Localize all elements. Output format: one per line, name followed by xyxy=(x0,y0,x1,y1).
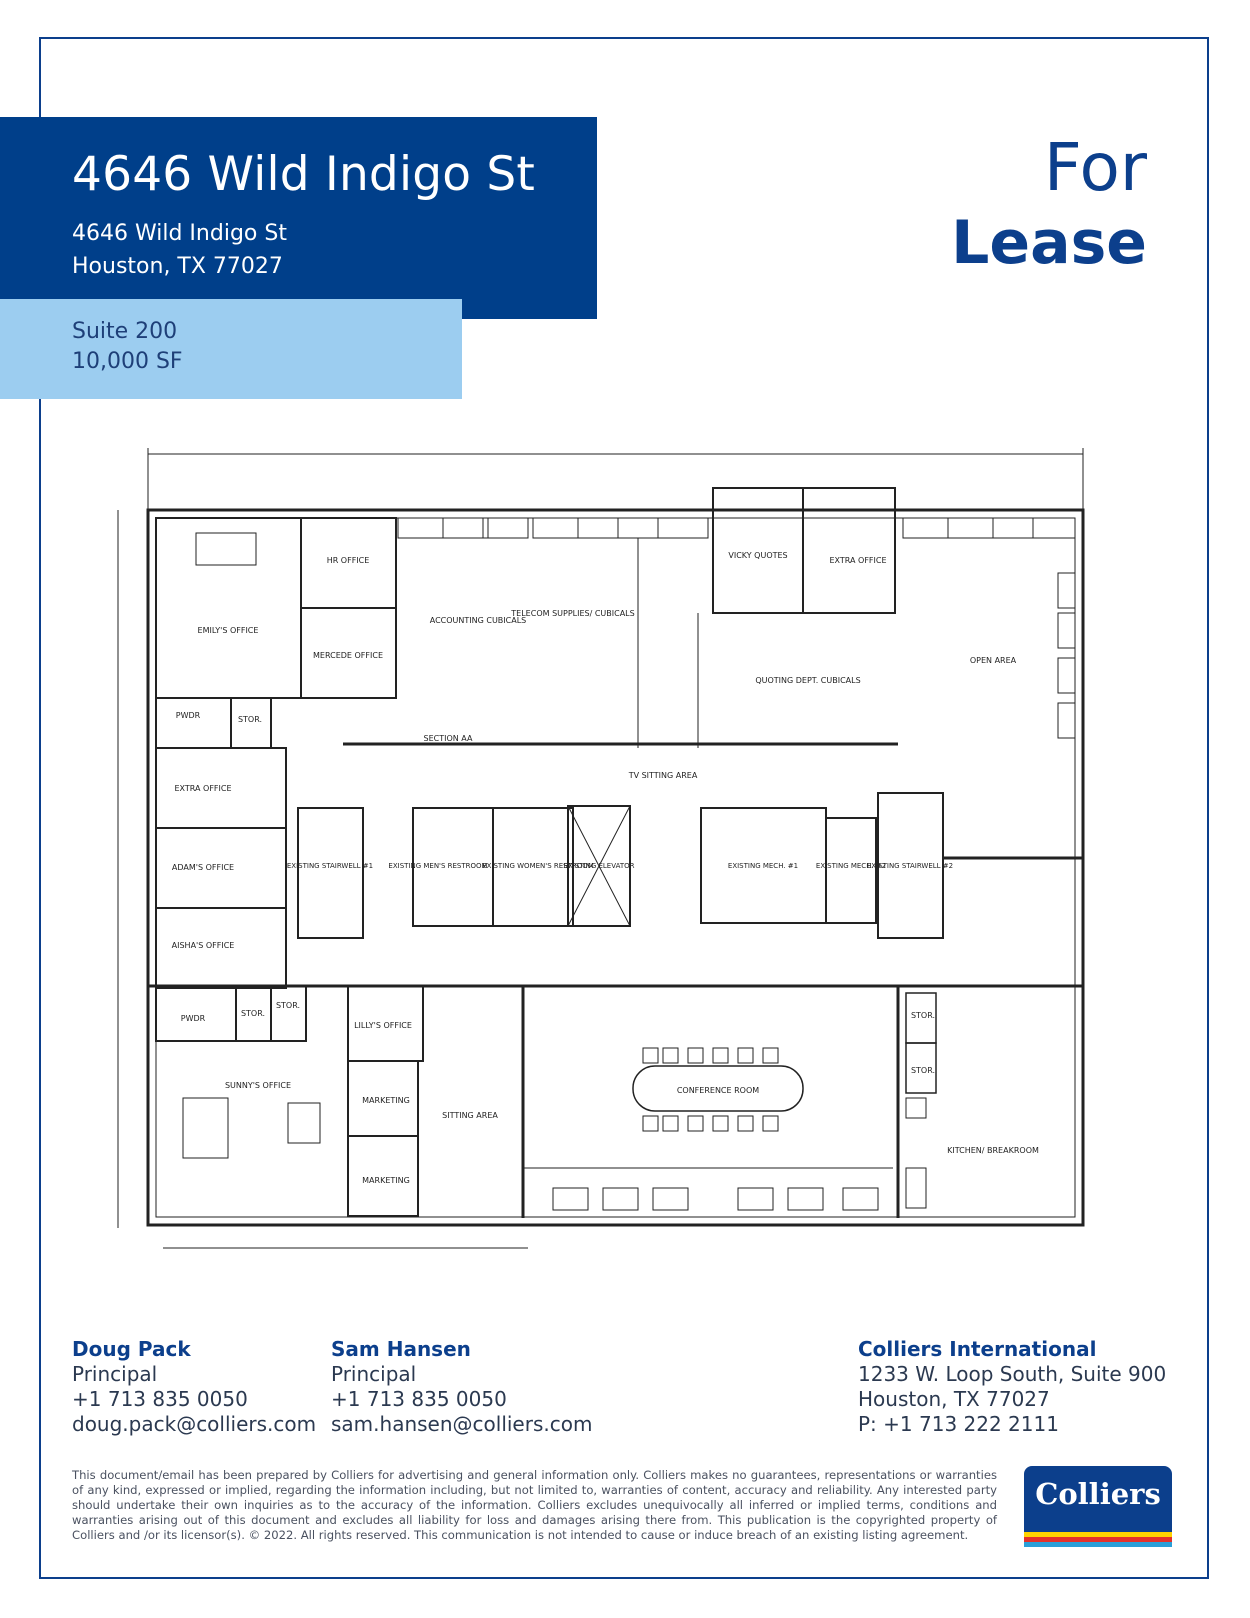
address-line-1: 4646 Wild Indigo St xyxy=(72,221,287,246)
page-border xyxy=(39,37,1209,1579)
title-banner: 4646 Wild Indigo St 4646 Wild Indigo St … xyxy=(0,117,597,319)
room-label: STOR. xyxy=(241,1009,265,1018)
suite-size: 10,000 SF xyxy=(72,349,183,374)
logo-stripe-blue xyxy=(1024,1542,1172,1547)
contact-name: Sam Hansen xyxy=(331,1337,471,1361)
room-label: HR OFFICE xyxy=(327,556,370,565)
room-label: PWDR xyxy=(176,711,201,720)
room-label: EXISTING MEN'S RESTROOM xyxy=(388,862,487,870)
contact-title: Principal xyxy=(331,1362,417,1386)
room-label: ADAM'S OFFICE xyxy=(172,863,234,872)
office-name: Colliers International xyxy=(858,1337,1097,1361)
room-label: MARKETING xyxy=(362,1176,410,1185)
logo-stripe-yellow xyxy=(1024,1532,1172,1537)
room-label: EXTRA OFFICE xyxy=(174,784,231,793)
room-label: PWDR xyxy=(181,1014,206,1023)
colliers-logo: Colliers xyxy=(1024,1466,1172,1548)
suite-banner: Suite 200 10,000 SF xyxy=(0,299,462,399)
room-label: STOR. xyxy=(238,715,262,724)
room-label: STOR. xyxy=(911,1011,935,1020)
room-label: STOR. xyxy=(911,1066,935,1075)
floor-plan-drawing: EMILY'S OFFICE HR OFFICE MERCEDE OFFICE … xyxy=(117,448,1085,1249)
office-address-line-2: Houston, TX 77027 xyxy=(858,1387,1050,1411)
suite-number: Suite 200 xyxy=(72,319,178,344)
room-label: SITTING AREA xyxy=(442,1111,498,1120)
room-label: EMILY'S OFFICE xyxy=(198,626,259,635)
room-label: EXISTING STAIRWELL #2 xyxy=(867,862,953,870)
floor-plan: EMILY'S OFFICE HR OFFICE MERCEDE OFFICE … xyxy=(108,448,1160,1298)
contact-email[interactable]: doug.pack@colliers.com xyxy=(72,1412,317,1436)
for-lease-heading: For Lease xyxy=(951,132,1147,282)
lease-word-lease: Lease xyxy=(951,208,1147,278)
office-phone[interactable]: P: +1 713 222 2111 xyxy=(858,1412,1059,1436)
contact-email[interactable]: sam.hansen@colliers.com xyxy=(331,1412,593,1436)
lease-word-for: For xyxy=(1043,129,1147,206)
room-label: SUNNY'S OFFICE xyxy=(225,1081,291,1090)
room-label: EXISTING STAIRWELL #1 xyxy=(287,862,373,870)
logo-stripe-red xyxy=(1024,1537,1172,1542)
contact-card: Sam Hansen Principal +1 713 835 0050 sam… xyxy=(331,1337,592,1437)
property-title: 4646 Wild Indigo St xyxy=(72,147,536,202)
room-label: QUOTING DEPT. CUBICALS xyxy=(755,676,860,685)
room-label: ACCOUNTING CUBICALS xyxy=(430,616,527,625)
room-label: AISHA'S OFFICE xyxy=(172,941,235,950)
logo-wordmark: Colliers xyxy=(1035,1477,1161,1511)
room-label: KITCHEN/ BREAKROOM xyxy=(947,1146,1039,1155)
room-label: LILLY'S OFFICE xyxy=(354,1021,412,1030)
room-label: EXISTING MECH. #1 xyxy=(728,862,798,870)
room-label: OPEN AREA xyxy=(970,656,1017,665)
address-line-2: Houston, TX 77027 xyxy=(72,254,283,279)
legal-disclaimer: This document/email has been prepared by… xyxy=(72,1468,997,1542)
room-label: SECTION AA xyxy=(424,734,473,743)
room-label: EXTRA OFFICE xyxy=(829,556,886,565)
contact-phone[interactable]: +1 713 835 0050 xyxy=(72,1387,248,1411)
room-label: EXISTING MECH. #2 xyxy=(816,862,886,870)
contact-card: Doug Pack Principal +1 713 835 0050 doug… xyxy=(72,1337,316,1437)
room-label: EXISTING ELEVATOR xyxy=(564,862,635,870)
contact-title: Principal xyxy=(72,1362,158,1386)
room-label: VICKY QUOTES xyxy=(728,551,787,560)
room-label: STOR. xyxy=(276,1001,300,1010)
room-label: CONFERENCE ROOM xyxy=(677,1086,759,1095)
office-card: Colliers International 1233 W. Loop Sout… xyxy=(858,1337,1166,1437)
room-label: TV SITTING AREA xyxy=(628,771,698,780)
room-label: TELECOM SUPPLIES/ CUBICALS xyxy=(510,609,634,618)
room-label: MERCEDE OFFICE xyxy=(313,651,383,660)
room-label: EXISTING WOMEN'S RESTROOM xyxy=(482,862,594,870)
property-address: 4646 Wild Indigo St Houston, TX 77027 xyxy=(72,217,287,283)
contact-phone[interactable]: +1 713 835 0050 xyxy=(331,1387,507,1411)
logo-box xyxy=(1024,1466,1172,1532)
office-address-line-1: 1233 W. Loop South, Suite 900 xyxy=(858,1362,1167,1386)
contact-name: Doug Pack xyxy=(72,1337,191,1361)
room-label: MARKETING xyxy=(362,1096,410,1105)
